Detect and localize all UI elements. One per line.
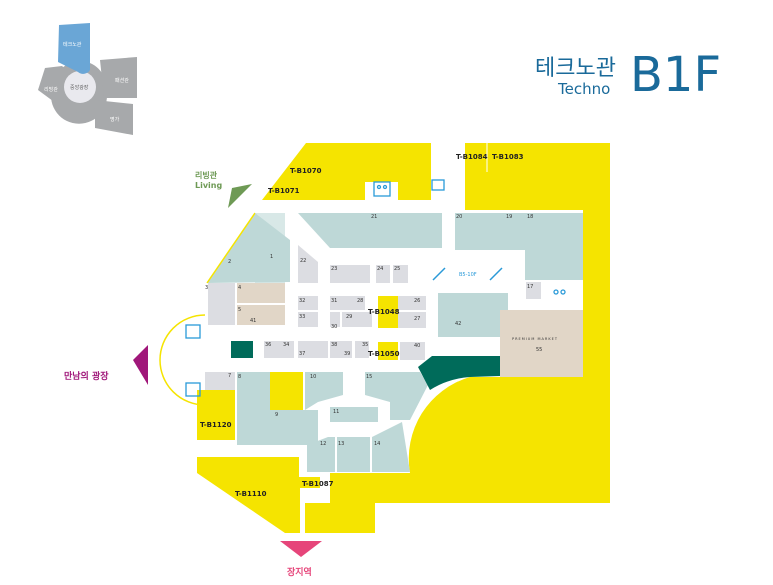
stores-grey <box>205 245 541 390</box>
map-label: 21 <box>371 214 377 220</box>
map-label: 32 <box>299 298 305 304</box>
map-label: 42 <box>455 321 461 327</box>
map-label: 37 <box>299 351 305 357</box>
map-label: 20 <box>456 214 462 220</box>
zone-t-b1110[interactable] <box>197 457 320 533</box>
map-label: 7 <box>228 373 231 379</box>
minimap-label-techno: 테크노관 <box>63 41 82 48</box>
zone-t-b1050[interactable] <box>378 342 398 360</box>
map-label: T-B1050 <box>368 350 400 358</box>
plaza-gate-label: 만남의 광장 <box>64 370 109 382</box>
minimap-label: 패션관 <box>115 77 129 84</box>
map-label: 33 <box>299 314 305 320</box>
map-label: 34 <box>283 342 289 348</box>
map-label: T-B1110 <box>235 490 267 498</box>
minimap-techno-highlight[interactable] <box>58 23 90 74</box>
minimap-label: 명가 <box>110 116 120 123</box>
map-label: T-B1083 <box>492 153 524 161</box>
map-label: T-B1087 <box>302 480 334 488</box>
building-name-ko: 테크노관 <box>535 56 616 81</box>
premium-market-number: 55 <box>536 347 542 353</box>
map-label: 35 <box>362 342 368 348</box>
station-gate-icon[interactable] <box>280 541 322 557</box>
mini-map: 테크노관 리빙관 중앙광장 패션관 명가 <box>38 23 137 135</box>
map-label: 9 <box>275 412 278 418</box>
green-store <box>231 341 253 358</box>
map-label: 12 <box>320 441 326 447</box>
map-label: T-B1070 <box>290 167 322 175</box>
map-label: 1 <box>270 254 273 260</box>
station-gate-label: 장지역 <box>287 566 312 578</box>
premium-market-label: PREMIUM MARKET <box>512 337 558 341</box>
map-label: 39 <box>344 351 350 357</box>
restroom-icon <box>373 181 391 197</box>
zone-large-yellow[interactable] <box>305 377 610 533</box>
map-label: 29 <box>346 314 352 320</box>
map-label: 28 <box>357 298 363 304</box>
map-label: 13 <box>338 441 344 447</box>
zone-t-b1070[interactable] <box>262 143 431 200</box>
map-label: 2 <box>228 259 231 265</box>
map-label: 30 <box>331 324 337 330</box>
escalator-icon <box>432 267 503 281</box>
map-label: 38 <box>331 342 337 348</box>
living-gate-label: 리빙관 <box>195 170 218 180</box>
map-label: 36 <box>265 342 271 348</box>
restroom-icon <box>185 179 566 397</box>
zone-codes: T-B1070 T-B1071 T-B1084 T-B1083 T-B1048 … <box>200 153 524 498</box>
tenant-zones <box>197 143 610 533</box>
map-label: 14 <box>374 441 380 447</box>
map-label: 31 <box>331 298 337 304</box>
plaza-outline <box>159 314 206 406</box>
living-gate-icon[interactable] <box>228 184 252 208</box>
green-store-curved <box>418 356 500 390</box>
map-label: 19 <box>506 214 512 220</box>
plaza-gate-icon[interactable] <box>133 345 148 385</box>
map-label: 15 <box>366 374 372 380</box>
map-label: T-B1048 <box>368 308 400 316</box>
minimap-label: 리빙관 <box>44 86 58 93</box>
premium-market[interactable] <box>500 310 583 377</box>
store-numbers: 1 2 3 4 5 7 8 9 10 11 12 13 14 15 17 18 … <box>205 214 533 447</box>
stores-teal <box>237 213 583 472</box>
map-label: 18 <box>527 214 533 220</box>
map-label: 5 <box>238 307 241 313</box>
map-label: 25 <box>394 266 400 272</box>
zone-t-b1120[interactable] <box>197 390 235 440</box>
map-label: 4 <box>238 285 241 291</box>
map-label: 26 <box>414 298 420 304</box>
map-label: 23 <box>331 266 337 272</box>
map-label: 22 <box>300 258 306 264</box>
map-label: T-B1071 <box>268 187 300 195</box>
minimap-label-center: 중앙광장 <box>70 84 89 91</box>
map-label: 24 <box>377 266 383 272</box>
map-label: 10 <box>310 374 316 380</box>
map-label: 8 <box>238 374 241 380</box>
living-gate-label-en: Living <box>195 181 222 190</box>
floor-label: B1F <box>630 47 722 103</box>
map-label: 40 <box>414 343 420 349</box>
map-label: 17 <box>527 284 533 290</box>
zone-t-b1048[interactable] <box>378 296 398 328</box>
escalator-label: B5-10F <box>459 272 477 278</box>
map-label: 3 <box>205 285 208 291</box>
map-label: 27 <box>414 316 420 322</box>
map-label: T-B1120 <box>200 421 232 429</box>
map-label: 41 <box>250 318 256 324</box>
building-name-en: Techno <box>558 80 611 98</box>
map-label: 11 <box>333 409 339 415</box>
map-label: T-B1084 <box>456 153 488 161</box>
